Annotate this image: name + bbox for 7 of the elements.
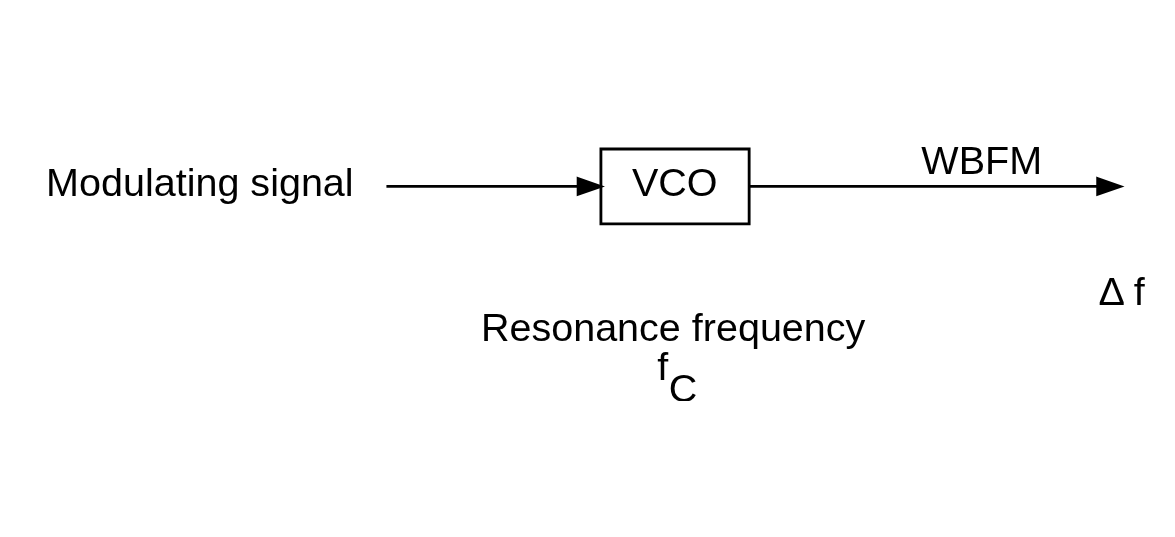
arrow [386,176,605,196]
label: Δ f [1098,268,1145,313]
node-box: VCO [599,147,751,225]
arrow [749,176,1125,196]
node-label: Resonance frequency [480,304,866,349]
node-text: Modulating signal [46,159,354,204]
edge-label: WBFM [921,137,1043,182]
